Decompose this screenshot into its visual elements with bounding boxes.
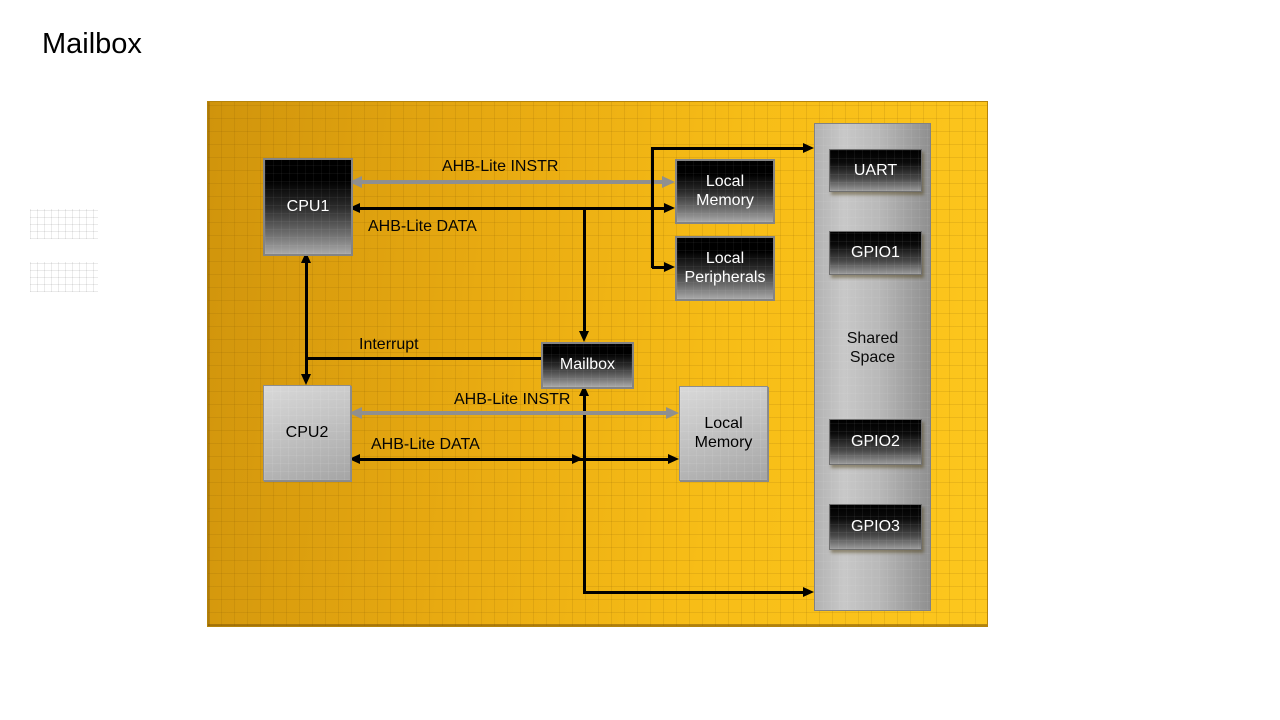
arrowhead-right — [803, 143, 814, 153]
mailbox-top-link-line — [583, 208, 586, 332]
shared-top-link-line — [652, 147, 804, 150]
node-local-memory-2-label: Local Memory — [694, 415, 753, 451]
arrowhead-right — [664, 262, 675, 272]
node-gpio2-label: GPIO2 — [851, 433, 900, 450]
node-gpio2: GPIO2 — [829, 419, 922, 465]
node-cpu2-label: CPU2 — [285, 423, 329, 441]
arrowhead-right — [666, 407, 679, 419]
ghost-grid-decoration-1 — [30, 209, 98, 239]
slide-title: Mailbox — [42, 28, 142, 60]
mailbox-bottom-link-line — [583, 392, 586, 594]
arrowhead-mid-right — [572, 454, 583, 464]
node-mailbox-label: Mailbox — [559, 356, 616, 374]
shared-branch-vertical-line — [651, 147, 654, 268]
node-gpio3-label: GPIO3 — [851, 518, 900, 535]
node-local-memory-1: Local Memory — [675, 159, 775, 224]
edge-label-cpu2-instr: AHB-Lite INSTR — [454, 391, 571, 408]
node-gpio3: GPIO3 — [829, 504, 922, 550]
arrowhead-right — [662, 176, 675, 188]
shared-space-label-wrap: Shared Space — [815, 329, 930, 367]
arrowhead-left — [349, 203, 360, 213]
node-local-peripherals-label: Local Peripherals — [684, 250, 766, 286]
node-uart: UART — [829, 149, 922, 192]
diagram-canvas: AHB-Lite INSTR AHB-Lite DATA Interrupt A… — [207, 101, 988, 627]
cpu2-instr-bus-line — [358, 411, 670, 415]
edge-label-cpu1-instr: AHB-Lite INSTR — [442, 158, 559, 175]
cpu1-instr-bus-line — [358, 180, 666, 184]
interrupt-horizontal-line — [306, 357, 541, 360]
arrowhead-down — [579, 331, 589, 342]
arrowhead-right — [664, 203, 675, 213]
cpu1-data-bus-line — [357, 207, 667, 210]
node-cpu1-label: CPU1 — [286, 197, 330, 215]
edge-label-cpu1-data: AHB-Lite DATA — [368, 218, 477, 235]
arrowhead-up — [579, 385, 589, 396]
node-gpio1-label: GPIO1 — [851, 244, 900, 261]
edge-label-interrupt: Interrupt — [359, 336, 419, 353]
shared-space-label: Shared Space — [846, 330, 899, 367]
node-local-peripherals: Local Peripherals — [675, 236, 775, 301]
node-mailbox: Mailbox — [541, 342, 634, 389]
node-cpu1: CPU1 — [263, 158, 353, 256]
shared-bottom-link-line — [584, 591, 804, 594]
arrowhead-down — [301, 374, 311, 385]
node-local-memory-2: Local Memory — [679, 386, 768, 481]
arrowhead-right — [668, 454, 679, 464]
node-gpio1: GPIO1 — [829, 231, 922, 275]
node-uart-label: UART — [853, 161, 898, 179]
arrowhead-right — [803, 587, 814, 597]
arrowhead-up — [301, 252, 311, 263]
node-cpu2: CPU2 — [263, 385, 351, 481]
node-local-memory-1-label: Local Memory — [696, 173, 754, 209]
ghost-grid-decoration-2 — [30, 262, 98, 292]
shared-space-panel: UART GPIO1 Shared Space GPIO2 GPIO3 — [814, 123, 931, 611]
interrupt-vertical-line — [305, 260, 308, 378]
cpu2-data-bus-line — [357, 458, 671, 461]
arrowhead-left — [349, 407, 362, 419]
peripherals-link-line — [652, 266, 666, 269]
edge-label-cpu2-data: AHB-Lite DATA — [371, 436, 480, 453]
arrowhead-left — [349, 454, 360, 464]
